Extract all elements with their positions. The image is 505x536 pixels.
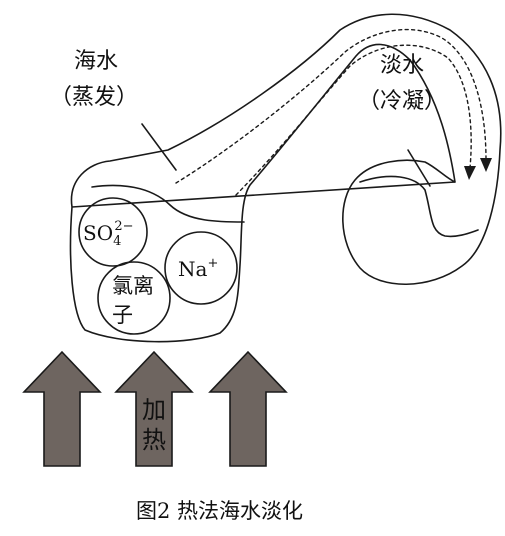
seawater-label: 海水 bbox=[74, 49, 118, 74]
seawater-evaporation-label: （蒸发） bbox=[50, 85, 138, 110]
vapor-arrowhead-1 bbox=[480, 158, 492, 172]
heat-arrow-middle bbox=[114, 350, 194, 467]
vapor-path-2 bbox=[235, 44, 472, 196]
sulfate-ion-label: SO42− bbox=[83, 219, 134, 249]
sodium-ion-circle bbox=[164, 231, 238, 305]
chloride-ion-circle bbox=[97, 261, 171, 335]
freshwater-pointer-line bbox=[407, 149, 431, 187]
chloride-ion-label-line1: 氯离 bbox=[112, 274, 154, 298]
sodium-ion-label: Na+ bbox=[178, 256, 218, 281]
freshwater-label: 淡水 bbox=[380, 53, 424, 78]
heat-arrow-right bbox=[208, 350, 288, 467]
sulfate-ion-circle bbox=[78, 197, 148, 267]
vapor-arrowhead-2 bbox=[464, 166, 476, 180]
heat-arrow-left bbox=[22, 350, 102, 467]
freshwater-surface-line bbox=[359, 175, 479, 238]
freshwater-condensation-label: （冷凝） bbox=[358, 89, 446, 114]
heating-label-char2: 热 bbox=[142, 426, 166, 454]
figure-caption: 图2 热法海水淡化 bbox=[136, 499, 303, 523]
seawater-pointer-line bbox=[141, 123, 177, 171]
vapor-path-1 bbox=[175, 28, 487, 184]
chloride-ion-label-line2: 子 bbox=[112, 303, 133, 327]
seawater-surface-line bbox=[91, 184, 245, 223]
heating-label-char1: 加 bbox=[142, 396, 166, 424]
flask-outline bbox=[69, 13, 502, 343]
